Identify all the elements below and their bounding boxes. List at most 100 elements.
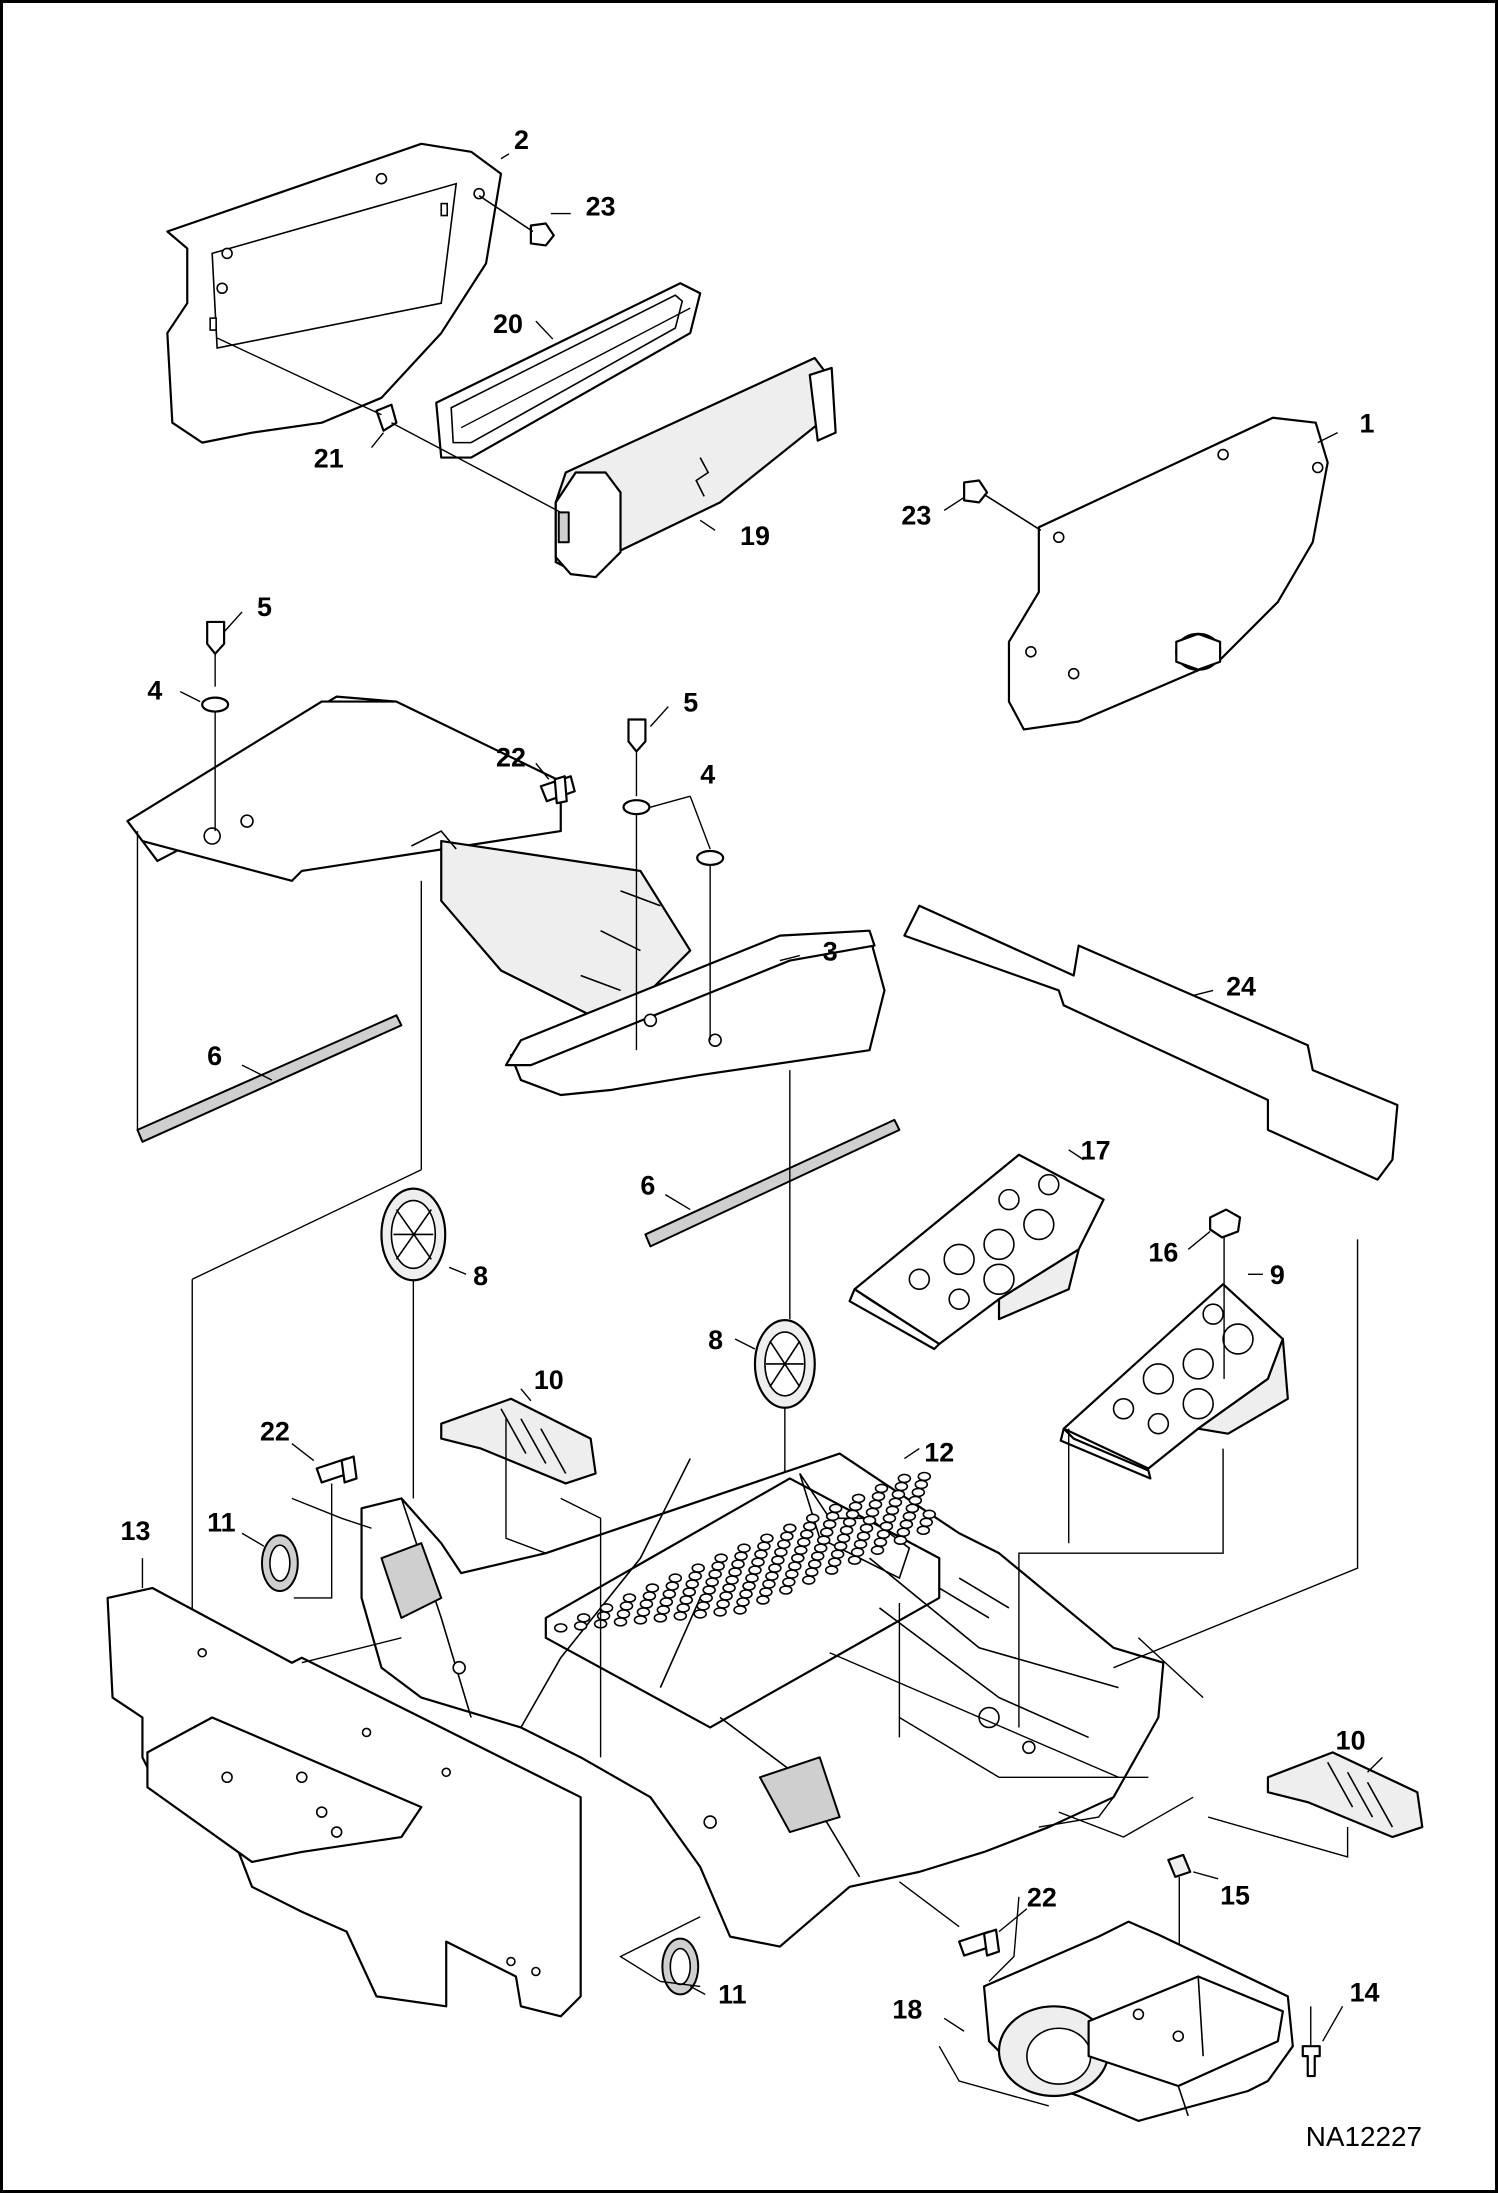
floor-perforation-hole bbox=[622, 1593, 637, 1603]
part-16-nut bbox=[1209, 1208, 1242, 1379]
floor-perforation-hole bbox=[799, 1529, 814, 1540]
callout-22-upper: 22 bbox=[496, 742, 526, 772]
callout-23-upper: 23 bbox=[586, 192, 616, 222]
part-2-left-panel bbox=[166, 142, 503, 444]
floor-perforation-hole bbox=[754, 1549, 768, 1559]
callout-14: 14 bbox=[1350, 1977, 1380, 2007]
part-23-bolt-upper bbox=[478, 194, 555, 247]
floor-perforation-hole bbox=[653, 1613, 668, 1623]
callout-1: 1 bbox=[1360, 409, 1375, 439]
callout-15: 15 bbox=[1220, 1881, 1250, 1911]
part-4-washer-left bbox=[201, 696, 230, 832]
floor-perforation-hole bbox=[801, 1575, 816, 1585]
floor-perforation-hole bbox=[862, 1515, 877, 1526]
callout-21: 21 bbox=[314, 444, 344, 474]
part-20-gasket bbox=[435, 282, 702, 459]
part-11-grommet-upper bbox=[260, 1534, 299, 1593]
floor-perforation-hole bbox=[853, 1539, 868, 1549]
callout-17: 17 bbox=[1081, 1136, 1111, 1166]
floor-perforation-hole bbox=[699, 1593, 713, 1603]
floor-perforation-hole bbox=[760, 1533, 774, 1544]
part-23-bolt-lower bbox=[963, 479, 1042, 531]
floor-perforation-hole bbox=[691, 1563, 705, 1573]
assembly-guide-lines bbox=[291, 1239, 1359, 2107]
floor-perforation-hole bbox=[819, 1527, 834, 1538]
floor-perforation-hole bbox=[802, 1521, 817, 1532]
floor-perforation-hole bbox=[848, 1501, 863, 1512]
floor-perforation-hole bbox=[847, 1555, 862, 1565]
callout-11-lower: 11 bbox=[718, 1979, 746, 2009]
floor-perforation-hole bbox=[665, 1581, 680, 1591]
part-22-bolt-lower bbox=[958, 1928, 1001, 1957]
floor-perforation-hole bbox=[788, 1561, 802, 1571]
callout-24: 24 bbox=[1226, 971, 1256, 1001]
part-14-bolt bbox=[1301, 2006, 1321, 2078]
floor-perforation-hole bbox=[762, 1579, 776, 1589]
exploded-parts-diagram: 1 2 3 4 4 5 5 6 6 8 8 9 10 10 11 11 12 1… bbox=[106, 125, 1424, 2152]
part-22-bolt-upper bbox=[539, 775, 576, 805]
floor-perforation-hole bbox=[905, 1503, 920, 1514]
callout-16: 16 bbox=[1148, 1237, 1178, 1267]
floor-perforation-hole bbox=[874, 1483, 889, 1494]
callout-22-middle: 22 bbox=[260, 1417, 290, 1447]
floor-perforation-hole bbox=[825, 1511, 840, 1522]
floor-perforation-hole bbox=[693, 1609, 707, 1619]
floor-perforation-hole bbox=[785, 1569, 799, 1579]
floor-perforation-hole bbox=[780, 1531, 794, 1542]
floor-perforation-hole bbox=[868, 1499, 883, 1510]
floor-perforation-hole bbox=[633, 1615, 648, 1625]
callout-10-upper: 10 bbox=[534, 1365, 564, 1395]
callout-23-lower: 23 bbox=[901, 500, 931, 530]
floor-perforation-hole bbox=[822, 1519, 837, 1530]
floor-perforation-hole bbox=[676, 1603, 691, 1613]
part-1-right-panel bbox=[1007, 416, 1329, 731]
floor-perforation-hole bbox=[870, 1545, 885, 1555]
callout-4-right: 4 bbox=[700, 759, 715, 789]
floor-perforation-hole bbox=[656, 1605, 671, 1615]
floor-perforation-hole bbox=[659, 1597, 674, 1607]
part-10-latch-upper bbox=[440, 1397, 597, 1485]
floor-perforation-hole bbox=[731, 1559, 745, 1569]
part-17-foot-pad bbox=[848, 1153, 1105, 1351]
floor-perforation-hole bbox=[668, 1573, 683, 1583]
callout-6-right: 6 bbox=[640, 1171, 655, 1201]
part-6-strip-right bbox=[644, 1118, 901, 1248]
callout-2: 2 bbox=[514, 125, 529, 155]
callout-10-lower: 10 bbox=[1336, 1725, 1366, 1755]
floor-perforation-hole bbox=[827, 1557, 842, 1567]
floor-perforation-hole bbox=[839, 1525, 854, 1536]
floor-perforation-hole bbox=[725, 1575, 739, 1585]
floor-perforation-hole bbox=[596, 1611, 611, 1621]
callout-19: 19 bbox=[740, 521, 770, 551]
floor-perforation-hole bbox=[642, 1591, 657, 1601]
floor-perforation-hole bbox=[791, 1553, 805, 1563]
callout-labels: 1 2 3 4 4 5 5 6 6 8 8 9 10 10 11 11 12 1… bbox=[121, 125, 1380, 2024]
floor-perforation-hole bbox=[873, 1537, 888, 1547]
floor-perforation-hole bbox=[794, 1545, 808, 1555]
floor-perforation-hole bbox=[851, 1493, 866, 1504]
floor-perforation-hole bbox=[777, 1539, 791, 1549]
floor-perforation-hole bbox=[716, 1599, 730, 1609]
part-9-foot-pad bbox=[1059, 1283, 1289, 1480]
floor-perforation-hole bbox=[893, 1535, 908, 1545]
callout-6-left: 6 bbox=[207, 1041, 222, 1071]
floor-perforation-hole bbox=[902, 1511, 917, 1522]
floor-perforation-hole bbox=[897, 1473, 912, 1484]
floor-perforation-hole bbox=[879, 1521, 894, 1532]
part-5-bolt-left bbox=[206, 620, 226, 687]
floor-perforation-hole bbox=[836, 1533, 851, 1544]
floor-perforation-hole bbox=[737, 1543, 751, 1553]
floor-perforation-hole bbox=[742, 1581, 756, 1591]
floor-perforation-hole bbox=[813, 1543, 828, 1553]
floor-perforation-hole bbox=[865, 1507, 880, 1518]
floor-perforation-hole bbox=[899, 1519, 914, 1530]
floor-perforation-hole bbox=[682, 1587, 697, 1597]
floor-perforation-hole bbox=[599, 1603, 614, 1613]
floor-perforation-hole bbox=[856, 1531, 871, 1542]
floor-perforation-hole bbox=[639, 1599, 654, 1609]
callout-13: 13 bbox=[121, 1516, 151, 1546]
floor-perforation-hole bbox=[619, 1601, 634, 1611]
callout-9: 9 bbox=[1270, 1260, 1285, 1290]
floor-perforation-hole bbox=[702, 1585, 716, 1595]
